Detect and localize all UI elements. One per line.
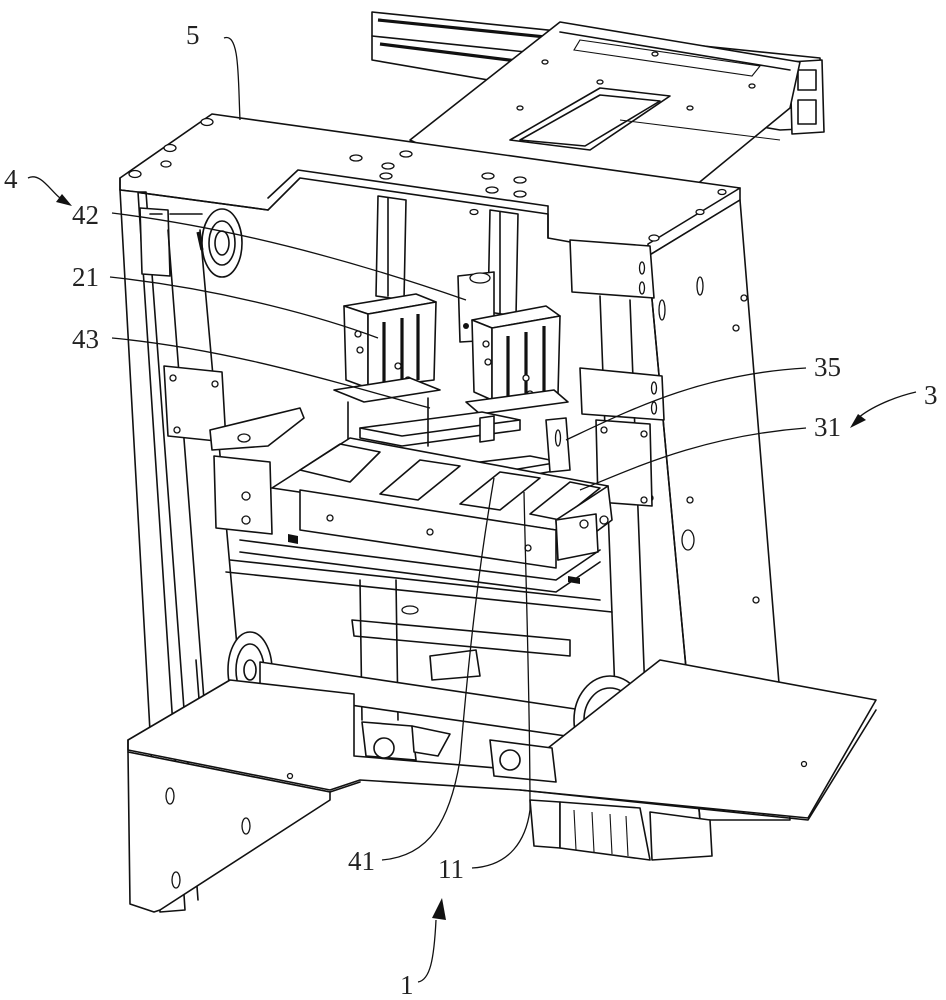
label-42: 42 [72,200,99,230]
arrow-4 [27,176,61,199]
label-31: 31 [814,412,841,442]
leader-5 [223,37,241,121]
leader-41 [381,477,495,861]
label-4: 4 [4,164,18,194]
arrow-1 [417,919,437,983]
callout-leaders [27,37,917,983]
leader-35 [565,367,807,441]
callout-labels: 5 4 42 21 43 35 3 31 41 11 1 [4,20,938,1000]
label-43: 43 [72,324,99,354]
base-plate-1 [127,659,877,913]
slide-cylinder-21-right [465,305,569,415]
label-21: 21 [72,262,99,292]
arrowhead-1 [432,898,446,920]
guide-column-left [375,195,407,301]
leader-11 [471,491,531,869]
label-1: 1 [400,970,414,1000]
label-35: 35 [814,352,841,382]
leader-43 [111,337,431,409]
label-11: 11 [438,854,464,884]
arrowhead-4 [56,194,72,206]
leader-21 [109,276,379,339]
label-3: 3 [924,380,938,410]
label-41: 41 [348,846,375,876]
right-side-plate [646,199,791,821]
arrowhead-3 [850,414,866,428]
arrow-3 [855,391,917,421]
leader-31 [579,427,807,491]
slide-cylinder-21-left [333,293,441,403]
label-5: 5 [186,20,200,50]
rear-slide-plate [409,21,801,191]
leader-42 [111,212,467,301]
